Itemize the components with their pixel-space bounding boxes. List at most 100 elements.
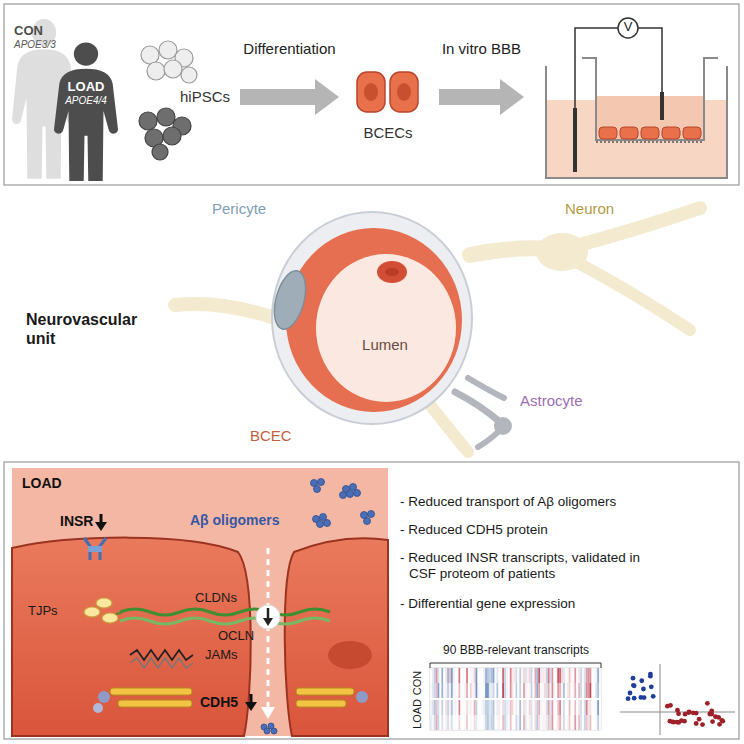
heatmap xyxy=(483,683,485,698)
heatmap xyxy=(544,683,546,698)
heatmap xyxy=(563,700,565,715)
cell-junction-illustration xyxy=(318,479,325,486)
volcano-plot xyxy=(710,719,715,724)
pericyte xyxy=(269,267,312,332)
heatmap xyxy=(441,715,443,730)
heatmap xyxy=(464,700,466,715)
heatmap xyxy=(559,700,561,715)
heatmap xyxy=(529,700,531,715)
heatmap xyxy=(578,683,580,698)
heatmap xyxy=(580,683,582,698)
volcano-plot xyxy=(708,711,713,716)
heatmap xyxy=(597,668,599,683)
heatmap xyxy=(466,715,468,730)
endothelial-cell xyxy=(357,72,385,112)
heatmap xyxy=(565,700,567,715)
heatmap xyxy=(554,668,556,683)
heatmap xyxy=(457,700,459,715)
heatmap xyxy=(516,700,518,715)
person-figure: LOADAPOE4/4 xyxy=(48,38,124,184)
heatmap xyxy=(574,715,576,730)
heatmap xyxy=(506,715,508,730)
blood-vessel xyxy=(286,228,462,412)
heatmap xyxy=(476,700,478,715)
cell-pair: BCECs xyxy=(345,62,433,148)
heatmap xyxy=(508,700,510,715)
heatmap xyxy=(443,715,445,730)
volcano-plot xyxy=(620,664,735,735)
heatmap xyxy=(590,668,592,683)
heatmap xyxy=(592,700,594,715)
stem-cell-cluster xyxy=(163,127,181,145)
neuron xyxy=(430,405,468,452)
heatmap xyxy=(479,715,481,730)
heatmap xyxy=(476,683,478,698)
node-text: hiPSCs xyxy=(180,88,232,105)
volcano-plot xyxy=(670,720,675,725)
heatmap xyxy=(521,683,523,698)
heatmap xyxy=(500,683,502,698)
heatmap xyxy=(485,683,487,698)
heatmap xyxy=(466,668,468,683)
transwell xyxy=(683,127,701,139)
heatmap xyxy=(460,700,462,715)
heatmap xyxy=(510,668,512,683)
heatmap xyxy=(552,668,554,683)
volcano-plot xyxy=(639,678,644,683)
heatmap xyxy=(593,683,595,698)
volcano-plot xyxy=(716,715,721,720)
transwell xyxy=(582,58,718,140)
cell-junction-illustration xyxy=(356,691,368,703)
heatmap xyxy=(586,700,588,715)
volcano-plot xyxy=(720,719,725,724)
heatmap xyxy=(557,668,559,683)
heatmap xyxy=(476,668,478,683)
heatmap xyxy=(546,683,548,698)
heatmap xyxy=(445,715,447,730)
endothelial-cell xyxy=(390,72,418,112)
protein-label: CLDNs xyxy=(195,590,237,606)
heatmap xyxy=(531,668,533,683)
cell-junction-illustration xyxy=(102,613,118,623)
volcano-plot xyxy=(651,694,656,699)
stem-cell-cluster xyxy=(147,62,165,80)
heatmap xyxy=(512,700,514,715)
protein-label: CDH5 xyxy=(200,694,238,711)
endothelial-cell xyxy=(357,72,418,112)
heatmap xyxy=(459,700,461,715)
volcano-plot xyxy=(648,674,653,679)
stem-cell-cluster xyxy=(181,67,197,83)
heatmap xyxy=(531,683,533,698)
heatmap xyxy=(525,715,527,730)
finding-bullet: - Reduced CDH5 protein xyxy=(400,522,667,538)
volcano-plot xyxy=(631,683,636,688)
heatmap xyxy=(462,668,464,683)
cell-junction-illustration xyxy=(354,490,361,497)
neuron xyxy=(175,208,700,452)
heatmap xyxy=(430,698,601,700)
heatmap xyxy=(540,715,542,730)
heatmap xyxy=(548,683,550,698)
heatmap xyxy=(440,700,442,715)
heatmap xyxy=(495,683,497,698)
heatmap xyxy=(552,700,554,715)
heatmap xyxy=(474,715,476,730)
heatmap xyxy=(523,668,525,683)
heatmap xyxy=(559,715,561,730)
heatmap xyxy=(597,683,599,698)
heatmap xyxy=(523,700,525,715)
transwell xyxy=(638,28,662,92)
heatmap xyxy=(445,700,447,715)
heatmap xyxy=(567,668,569,683)
heatmap xyxy=(597,715,599,730)
heatmap xyxy=(592,683,594,698)
heatmap xyxy=(449,700,451,715)
pericyte xyxy=(269,267,312,332)
heatmap xyxy=(519,715,521,730)
heatmap xyxy=(506,700,508,715)
text-block: BCECs xyxy=(345,124,431,141)
heatmap xyxy=(443,700,445,715)
heatmap xyxy=(578,668,580,683)
heatmap xyxy=(592,668,594,683)
heatmap xyxy=(574,683,576,698)
